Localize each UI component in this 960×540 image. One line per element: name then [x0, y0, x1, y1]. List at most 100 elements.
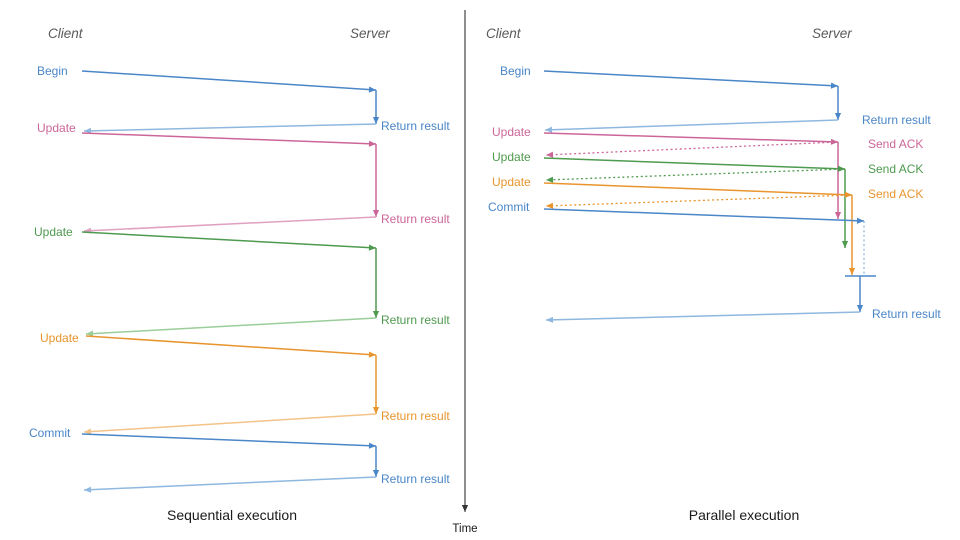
client-message-label-sequential-4: Commit [29, 426, 71, 440]
arrow-head-icon [372, 117, 380, 124]
arrow-parallel-update3-ack [545, 194, 853, 209]
arrow-line [81, 433, 377, 447]
server-message-label-sequential-3: Return result [381, 409, 450, 423]
arrow-head-icon [546, 176, 554, 183]
arrow-head-icon [848, 268, 856, 275]
arrow-line [545, 168, 846, 181]
client-message-label-parallel-2: Update [492, 150, 531, 164]
time-axis-arrowhead-icon [461, 505, 469, 512]
arrow-head-icon [84, 486, 92, 493]
arrow-sequential-update2-serverbar [372, 248, 380, 318]
arrow-line [545, 141, 839, 156]
arrow-parallel-commit-reply [545, 311, 861, 323]
arrow-line [543, 208, 865, 222]
arrow-sequential-begin-serverbar [372, 90, 380, 124]
arrow-sequential-update2-reply [85, 317, 377, 337]
arrow-head-icon [844, 191, 852, 198]
client-message-label-sequential-0: Begin [37, 64, 68, 78]
arrow-head-icon [372, 470, 380, 477]
lane-title-server: Server [350, 26, 390, 41]
arrow-sequential-update2-request [81, 231, 377, 251]
arrow-parallel-update2-serverbar [841, 169, 849, 248]
arrow-line [543, 132, 839, 143]
arrow-parallel-update1-serverbar [834, 142, 842, 219]
arrow-head-icon [86, 330, 94, 337]
arrow-sequential-update1-serverbar [372, 144, 380, 217]
arrow-line [85, 317, 377, 335]
arrow-head-icon [834, 113, 842, 120]
arrow-line [544, 119, 839, 131]
arrow-sequential-update1-request [81, 132, 377, 147]
client-message-label-parallel-3: Update [492, 175, 531, 189]
arrow-line [81, 132, 377, 145]
client-message-label-parallel-0: Begin [500, 64, 531, 78]
server-message-label-sequential-0: Return result [381, 119, 450, 133]
arrow-line [83, 413, 377, 433]
arrow-head-icon [830, 138, 838, 145]
arrow-head-icon [546, 202, 554, 209]
arrow-parallel-commit-serverbar [856, 276, 864, 312]
lane-title-server: Server [812, 26, 852, 41]
arrow-line [81, 70, 377, 91]
panel-caption-sequential: Sequential execution [167, 507, 297, 523]
arrow-line [545, 194, 853, 207]
time-axis: Time [452, 10, 478, 535]
arrow-head-icon [368, 140, 376, 147]
arrow-sequential-begin-reply [83, 123, 377, 134]
arrow-sequential-update3-request [85, 335, 377, 358]
arrow-parallel-update1-ack [545, 141, 839, 158]
arrow-sequential-update3-serverbar [372, 355, 380, 414]
arrow-head-icon [856, 217, 864, 224]
arrow-parallel-update1-request [543, 132, 839, 145]
arrow-parallel-begin-serverbar [834, 86, 842, 120]
arrow-line [83, 123, 377, 132]
arrow-head-icon [545, 126, 553, 133]
arrow-line [543, 157, 846, 170]
arrow-head-icon [84, 127, 92, 134]
server-message-label-parallel-3: Send ACK [868, 187, 923, 201]
arrow-sequential-commit-reply [83, 476, 377, 493]
arrow-head-icon [372, 210, 380, 217]
arrow-parallel-begin-request [543, 70, 839, 89]
client-message-label-parallel-4: Commit [488, 200, 530, 214]
arrow-head-icon [546, 151, 554, 158]
server-message-label-parallel-0: Return result [862, 113, 931, 127]
client-message-label-sequential-2: Update [34, 225, 73, 239]
arrow-head-icon [546, 316, 554, 323]
arrow-parallel-update2-request [543, 157, 846, 172]
server-message-label-sequential-2: Return result [381, 313, 450, 327]
time-axis-label: Time [452, 523, 477, 535]
arrow-parallel-update3-serverbar [848, 195, 856, 275]
server-message-label-sequential-1: Return result [381, 212, 450, 226]
arrow-head-icon [368, 442, 376, 449]
arrow-head-icon [856, 305, 864, 312]
arrow-line [85, 335, 377, 356]
arrow-head-icon [837, 165, 845, 172]
arrow-parallel-update3-request [543, 182, 853, 198]
arrow-head-icon [834, 212, 842, 219]
arrow-line [83, 476, 377, 491]
arrow-head-icon [368, 244, 376, 251]
arrow-head-icon [368, 86, 376, 93]
arrow-head-icon [84, 428, 92, 435]
lane-title-client: Client [48, 26, 84, 41]
client-message-label-sequential-3: Update [40, 331, 79, 345]
lane-title-client: Client [486, 26, 522, 41]
arrow-sequential-update1-reply [83, 216, 377, 234]
arrow-parallel-update2-ack [545, 168, 846, 183]
arrow-sequential-commit-serverbar [372, 446, 380, 477]
arrow-sequential-commit-request [81, 433, 377, 449]
server-message-label-parallel-4: Return result [872, 307, 941, 321]
arrow-line [545, 311, 861, 321]
arrow-head-icon [830, 82, 838, 89]
server-message-label-parallel-2: Send ACK [868, 162, 923, 176]
arrow-head-icon [841, 241, 849, 248]
arrow-line [81, 231, 377, 249]
arrow-line [543, 70, 839, 87]
arrow-parallel-begin-reply [544, 119, 839, 133]
server-message-label-sequential-4: Return result [381, 472, 450, 486]
